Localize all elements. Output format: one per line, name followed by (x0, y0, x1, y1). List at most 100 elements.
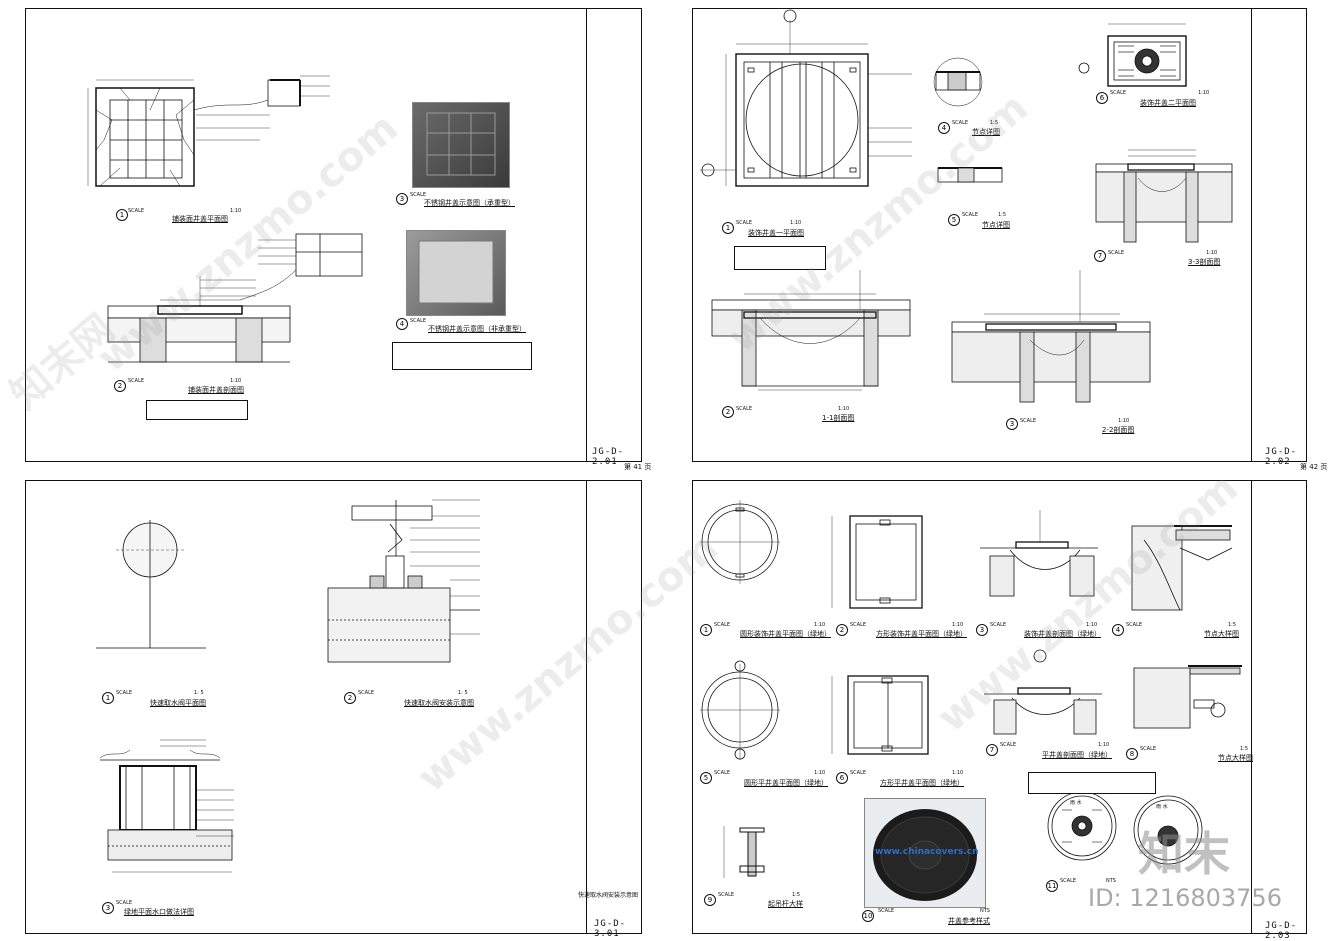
scale-label: SCALE (736, 220, 753, 226)
detail-number: 6 (1096, 92, 1108, 104)
detail-number: 4 (938, 122, 950, 134)
cover-badge-label: 雨 水 (1156, 804, 1168, 810)
scale-value: 1:10 (838, 406, 850, 412)
scale-value: 1:10 (814, 622, 826, 628)
scale-value: 1:5 (792, 892, 801, 898)
image-id-text: ID: 1216803756 (1088, 884, 1282, 912)
scale-value: 1:10 (230, 208, 242, 214)
scale-value: 1:10 (1206, 250, 1218, 256)
scale-label: SCALE (1000, 742, 1017, 748)
scale-label: SCALE (714, 622, 731, 628)
detail-title: 装饰井盖一平面图 (748, 229, 804, 237)
detail-title: 2-2剖面图 (1102, 426, 1135, 434)
scale-label: SCALE (128, 208, 145, 214)
scale-value: 1:10 (1098, 742, 1110, 748)
scale-value: 1:10 (1118, 418, 1130, 424)
detail-title: 节点大样图 (1204, 630, 1239, 638)
detail-number: 7 (1094, 250, 1106, 262)
detail-title: 方形装饰井盖平面图（绿地） (876, 630, 967, 638)
detail-number: 5 (948, 214, 960, 226)
sheet-code: JG-D-3.01 (594, 919, 627, 939)
detail-number: 7 (986, 744, 998, 756)
scale-label: SCALE (1108, 250, 1125, 256)
detail-title: 铺装面井盖剖面图 (188, 386, 244, 394)
drawing-sheet-jg-d-2-01: JG-D-2.01 (25, 8, 642, 467)
detail-number: 4 (1112, 624, 1124, 636)
brand-logo-text: 知末 (1138, 827, 1230, 881)
page-number: 第 41 页 (624, 463, 652, 471)
scale-value: NTS (980, 908, 990, 914)
detail-title: 节点详图 (972, 128, 1000, 136)
detail-title: 快速取水阀平面图 (150, 699, 206, 707)
detail-title: 圆形平井盖平面图（绿地） (744, 779, 828, 787)
scale-label: SCALE (116, 900, 133, 906)
detail-number: 6 (836, 772, 848, 784)
detail-number: 9 (704, 894, 716, 906)
detail-number: 1 (102, 692, 114, 704)
detail-number: 3 (396, 193, 408, 205)
photo-watermark-caption: www.chinacovers.cn (875, 847, 979, 857)
sheet-code: JG-D-2.01 (592, 447, 625, 467)
scale-value: 1:10 (790, 220, 802, 226)
detail-title: 1-1剖面图 (822, 414, 855, 422)
detail-number: 2 (722, 406, 734, 418)
detail-title: 不锈钢井盖示意图（非承重型） (428, 325, 526, 333)
detail-number: 5 (700, 772, 712, 784)
detail-title: 3-3剖面图 (1188, 258, 1221, 266)
cover-badge-label: 雨 水 (1070, 800, 1082, 806)
detail-number: 10 (862, 910, 874, 922)
title-block (1251, 9, 1306, 461)
detail-title: 起吊杆大样 (768, 900, 803, 908)
detail-number: 4 (396, 318, 408, 330)
scale-value: 1: 5 (458, 690, 468, 696)
detail-number: 1 (722, 222, 734, 234)
scale-label: SCALE (714, 770, 731, 776)
scale-label: SCALE (1110, 90, 1127, 96)
detail-number: 3 (1006, 418, 1018, 430)
scale-label: SCALE (962, 212, 979, 218)
detail-title: 快速取水阀安装示意图 (404, 699, 474, 707)
detail-number: 11 (1046, 880, 1058, 892)
detail-number: 2 (836, 624, 848, 636)
sheet-code: JG-D-2.03 (1265, 921, 1298, 941)
title-block (586, 481, 641, 933)
scale-label: SCALE (850, 622, 867, 628)
scale-label: SCALE (1126, 622, 1143, 628)
scale-value: 1:10 (1086, 622, 1098, 628)
scale-label: SCALE (718, 892, 735, 898)
stainless-cover-photo-loadbearing (412, 102, 510, 188)
detail-title: 方形平井盖平面图（绿地） (880, 779, 964, 787)
scale-value: 1:5 (990, 120, 999, 126)
detail-number: 3 (102, 902, 114, 914)
detail-number: 3 (976, 624, 988, 636)
scale-label: SCALE (850, 770, 867, 776)
scale-label: SCALE (410, 192, 427, 198)
scale-label: SCALE (1020, 418, 1037, 424)
detail-title: 装饰井盖剖面图（绿地） (1024, 630, 1101, 638)
cover-reference-photo: www.chinacovers.cn (864, 798, 986, 908)
detail-title: 节点详图 (982, 221, 1010, 229)
detail-title: 装饰井盖二平面图 (1140, 99, 1196, 107)
scale-label: SCALE (1060, 878, 1077, 884)
scale-value: 1: 5 (194, 690, 204, 696)
scale-label: SCALE (1140, 746, 1157, 752)
scale-label: SCALE (878, 908, 895, 914)
scale-value: 1:10 (814, 770, 826, 776)
scale-label: SCALE (952, 120, 969, 126)
scale-label: SCALE (410, 318, 427, 324)
scale-value: 1:5 (1228, 622, 1237, 628)
scale-label: SCALE (128, 378, 145, 384)
notes-box (146, 400, 248, 420)
stainless-cover-photo-nonloadbearing (406, 230, 506, 316)
detail-title: 井盖参考样式 (948, 917, 990, 925)
scale-value: 1:10 (230, 378, 242, 384)
detail-title: 平井盖剖面图（绿地） (1042, 751, 1112, 759)
detail-number: 2 (114, 380, 126, 392)
scale-value: 1:10 (952, 770, 964, 776)
detail-number: 8 (1126, 748, 1138, 760)
scale-label: SCALE (990, 622, 1007, 628)
notes-box (1028, 772, 1156, 794)
